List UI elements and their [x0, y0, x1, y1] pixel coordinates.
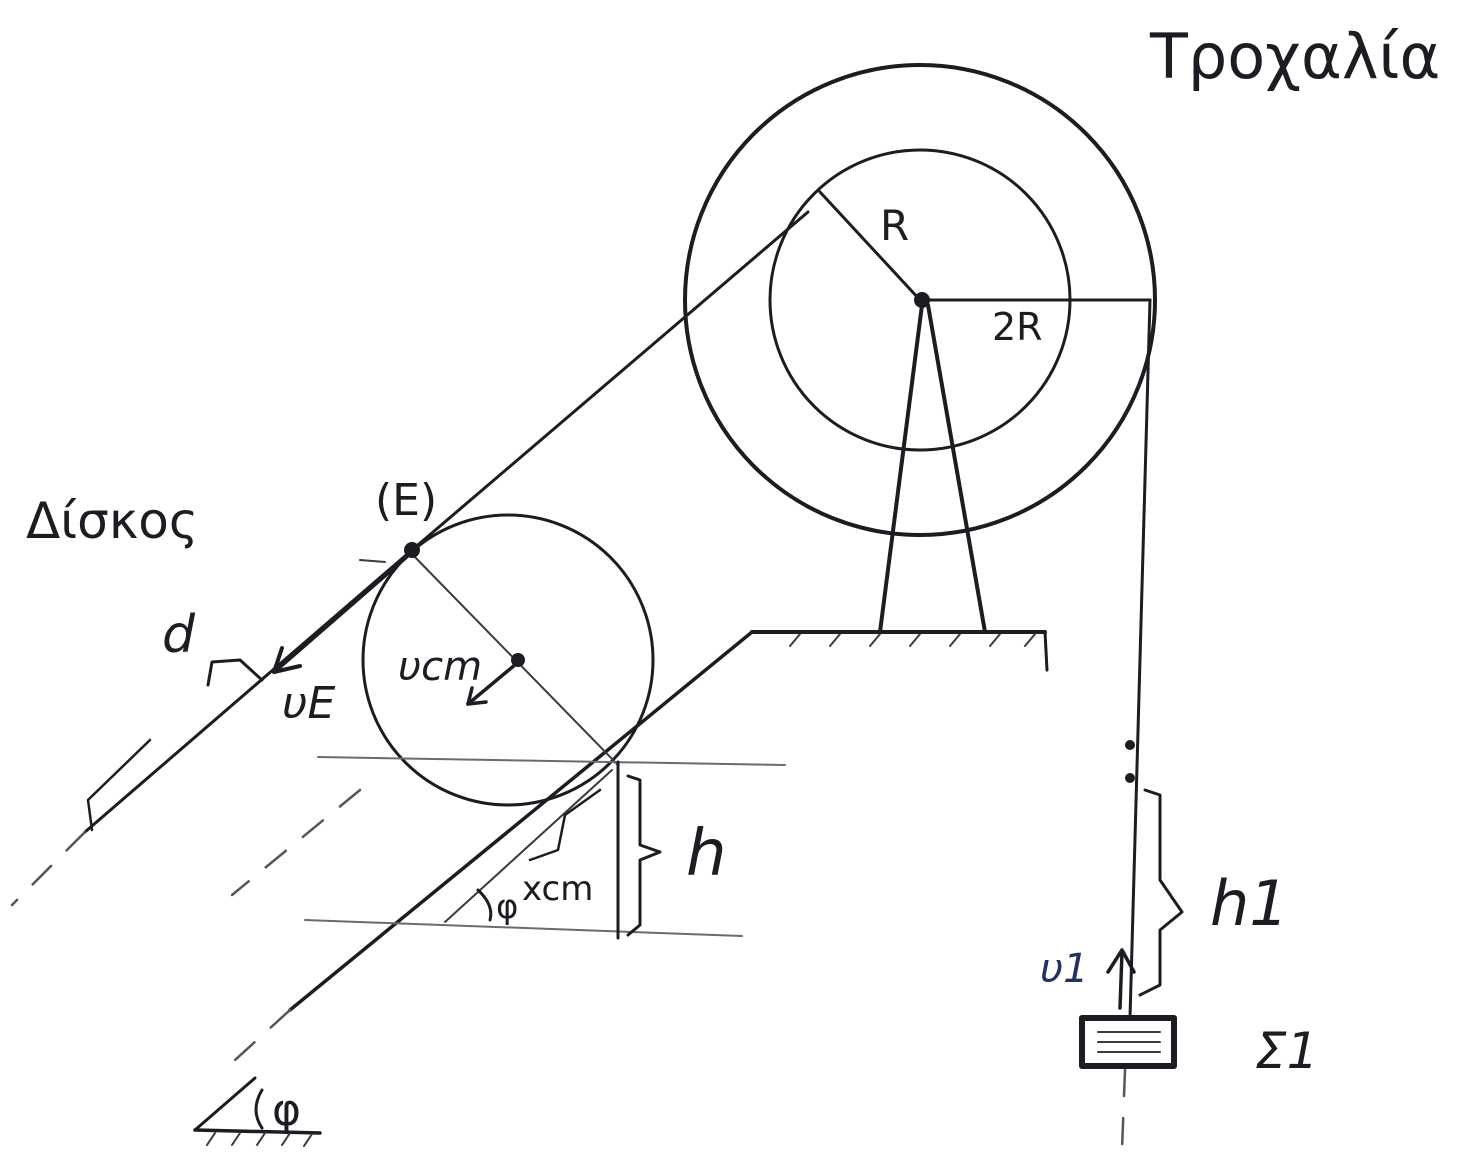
- velocity-1-arrowhead: [1106, 948, 1136, 974]
- pulley: [683, 63, 1157, 537]
- label-point-e: (E): [375, 475, 437, 526]
- pulley-outer-rim: [683, 63, 1157, 537]
- velocity-cm-arrowhead: [466, 686, 488, 706]
- velocity-e-arrow: [272, 550, 414, 674]
- label-pulley: Τροχαλία: [1149, 20, 1440, 93]
- incline-extension: [233, 1008, 292, 1062]
- velocity-1-arrow: [1118, 950, 1124, 1010]
- incline-and-platform: [233, 630, 1049, 1062]
- label-velocity-cm: υcm: [398, 644, 482, 690]
- disk-rim: [361, 513, 655, 807]
- stand-right-leg: [926, 303, 987, 634]
- d-side-mark: [86, 738, 152, 832]
- label-disk: Δίσκος: [26, 492, 198, 550]
- disk: [10, 210, 810, 907]
- label-angle-small: φ: [496, 887, 518, 927]
- ground-line: [193, 1128, 322, 1135]
- xcm-brace: [528, 788, 602, 862]
- base-angle-arc: [254, 1088, 264, 1130]
- label-radius-r: R: [880, 201, 909, 250]
- label-xcm: xcm: [522, 869, 593, 909]
- h-bottom-line: [304, 919, 743, 937]
- velocity-cm-arrow: [466, 662, 518, 706]
- label-d: d: [162, 605, 196, 665]
- rope-mark-2: [1125, 773, 1135, 783]
- rope-path-extension: [10, 830, 87, 907]
- distance-d: d: [86, 605, 264, 832]
- label-velocity-e: υE: [282, 678, 335, 729]
- pulley-inner-radius: [818, 190, 922, 302]
- h-dashed-guide: [230, 788, 362, 897]
- pulley-axle: [914, 292, 930, 308]
- small-angle-arc: [476, 888, 493, 922]
- label-h: h: [686, 817, 727, 891]
- label-h1: h1: [1210, 867, 1289, 940]
- rope-upper: [410, 210, 810, 552]
- label-v1: υ1: [1040, 946, 1089, 992]
- height-h: h φ xcm: [230, 756, 786, 940]
- platform-hatching: [789, 633, 1036, 647]
- xcm-segment: [444, 769, 613, 923]
- label-angle-base: φ: [272, 1085, 301, 1136]
- e-marker-tick: [359, 559, 386, 563]
- platform-edge: [1043, 630, 1049, 672]
- label-radius-2r: 2R: [992, 305, 1043, 349]
- incline-surface: [288, 630, 754, 1012]
- h-brace: [626, 774, 662, 937]
- h-top-line: [317, 756, 786, 766]
- hanging-mass: h1 υ1 Σ1: [1040, 298, 1318, 1152]
- pulley-stand: [878, 303, 987, 634]
- stand-left-leg: [878, 303, 924, 634]
- body-axis-dashed: [1120, 1068, 1127, 1152]
- base-incline: [193, 1076, 257, 1132]
- rope-mark-1: [1125, 740, 1135, 750]
- ground-hatching: [206, 1132, 313, 1147]
- rope-vertical: [1128, 298, 1152, 1020]
- body-sigma-1: [1079, 1015, 1177, 1069]
- velocity-e-arrowhead: [272, 646, 302, 674]
- base-angle: φ: [193, 1076, 322, 1147]
- d-bracket: [206, 658, 264, 687]
- h1-brace: [1138, 788, 1184, 997]
- label-sigma-1: Σ1: [1255, 1022, 1318, 1080]
